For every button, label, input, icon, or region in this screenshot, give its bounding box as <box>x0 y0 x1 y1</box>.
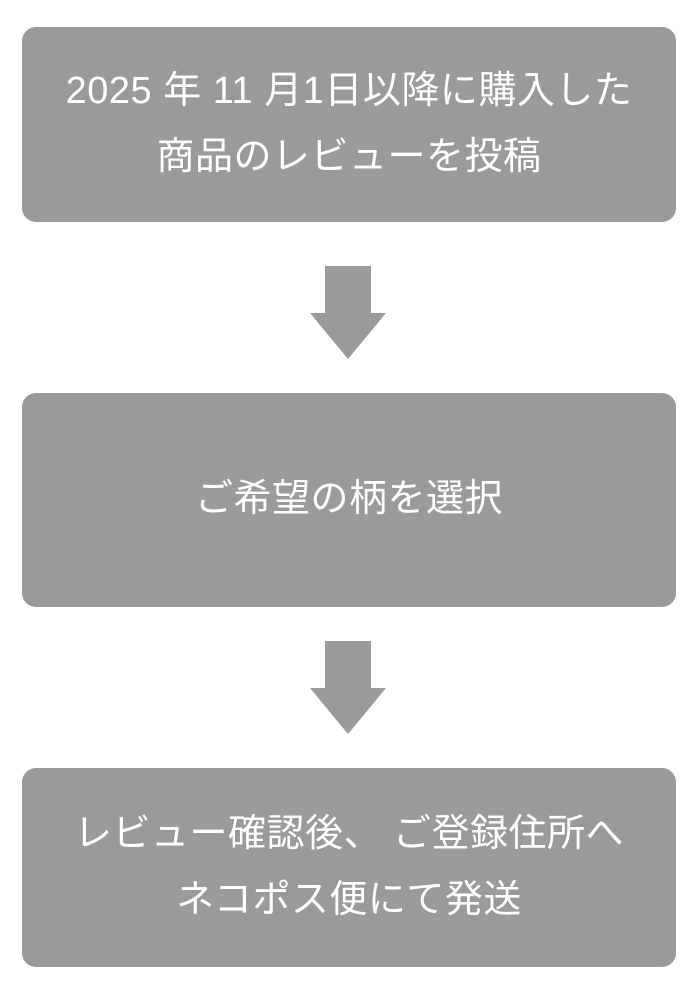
flow-step-1: 2025 年 11 月1日以降に購入した 商品のレビューを投稿 <box>22 27 676 222</box>
flow-step-3: レビュー確認後、 ご登録住所へ ネコポス便にて発送 <box>22 768 676 967</box>
flow-step-3-line-1: レビュー確認後、 ご登録住所へ <box>73 813 625 856</box>
flow-step-2-line-1: ご希望の柄を選択 <box>194 478 503 521</box>
flow-step-3-line-2: ネコポス便にて発送 <box>176 878 522 921</box>
arrow-down-icon <box>310 266 386 359</box>
flow-step-1-line-2: 商品のレビューを投稿 <box>156 135 542 178</box>
flow-step-1-line-1: 2025 年 11 月1日以降に購入した <box>65 70 633 113</box>
arrow-down-icon <box>310 641 386 734</box>
flow-step-2: ご希望の柄を選択 <box>22 393 676 607</box>
